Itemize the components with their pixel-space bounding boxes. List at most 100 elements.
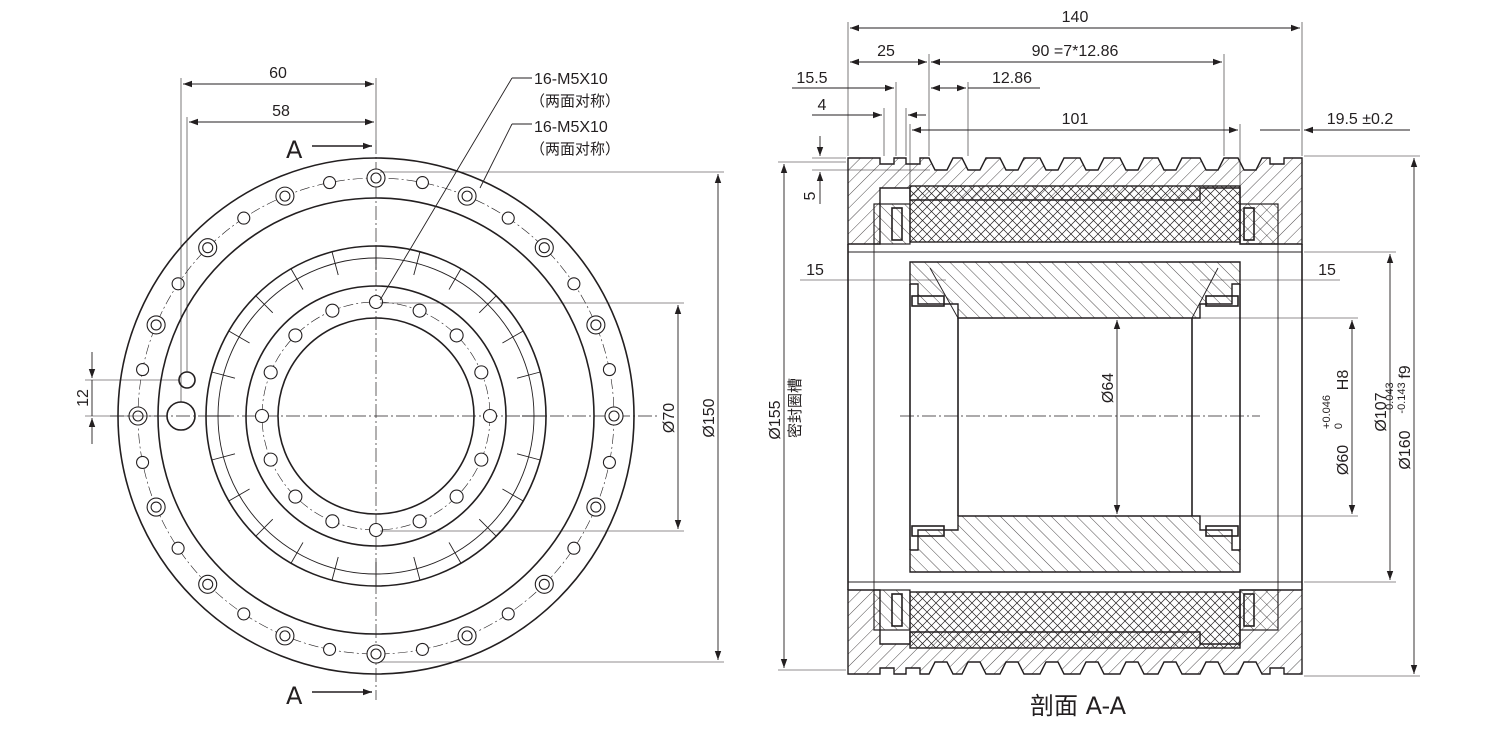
dim-phi160-text: Ø160 [1397, 430, 1414, 469]
outer-bolt-hole-small [237, 211, 251, 225]
dim-15-right-arrow [1191, 267, 1219, 319]
gear-tooth-divider [331, 251, 339, 276]
dim-15-left-text: 15 [806, 262, 824, 279]
gear-tooth-divider [413, 251, 421, 276]
outer-bolt-hole-small [323, 176, 337, 190]
dim-phi160-tol-upper: -0.043 [1384, 382, 1396, 413]
hub-slot-tr [1205, 295, 1239, 307]
gear-tooth-divider [331, 556, 339, 581]
inner-bolt-hole [368, 522, 384, 538]
front-view: 60 58 12 Ø70 Ø150 16-M5X10 （两面对称） 16-M5X… [75, 65, 724, 710]
callout-1-text: 16-M5X10 [534, 71, 608, 88]
dim-phi155-note: 密封圈槽 [786, 378, 804, 438]
seal-slot-br [1243, 593, 1255, 627]
inner-bolt-hole [449, 489, 464, 504]
dim-4-text: 4 [818, 97, 827, 114]
dim-5-text: 5 [802, 191, 819, 200]
dim-phi160-fit: f9 [1397, 365, 1414, 378]
dim-phi150-text: Ø150 [701, 398, 718, 437]
inner-hub-top [909, 261, 1241, 319]
outer-bolt-hole-small [567, 277, 581, 291]
outer-bolt-hole-inner [608, 410, 620, 422]
gear-tooth-divider [255, 295, 274, 314]
inner-bolt-hole [288, 328, 303, 343]
winding-bottom [909, 591, 1241, 649]
dim-90-text: 90 =7*12.86 [1032, 43, 1119, 60]
hub-slot-tl [911, 295, 945, 307]
callout-2-note: （两面对称） [530, 140, 620, 158]
outer-bolt-hole-small [567, 541, 581, 555]
callout-1-leader [379, 77, 513, 301]
outer-bolt-hole-inner [370, 648, 382, 660]
inner-bolt-hole [474, 365, 489, 380]
callout-2-leader [479, 123, 513, 189]
seal-box-top-right [1239, 203, 1279, 245]
dim-phi60-text: Ø60 [1335, 445, 1352, 475]
outer-bolt-hole-inner [150, 319, 162, 331]
outer-bolt-hole-inner [590, 319, 602, 331]
gear-tooth-divider [478, 518, 497, 537]
inner-ring-circle [245, 285, 507, 547]
outer-bolt-hole-inner [279, 630, 291, 642]
dim-phi60-tol-upper: +0.046 [1321, 395, 1333, 429]
inner-bolt-hole [412, 514, 427, 529]
outer-bolt-hole-small [501, 607, 515, 621]
gear-tooth-divider [478, 295, 497, 314]
gear-tooth-divider [448, 268, 462, 290]
callout-1-note: （两面对称） [530, 92, 620, 110]
outer-bolt-hole-small [136, 363, 150, 377]
dim-phi70-text: Ø70 [661, 403, 678, 433]
dim-140-text: 140 [1062, 9, 1089, 26]
outer-bolt-hole-inner [370, 172, 382, 184]
inner-bolt-hole [482, 408, 498, 424]
outer-bolt-hole-small [237, 607, 251, 621]
dim-phi155-text: Ø155 [767, 400, 784, 439]
gear-teeth [206, 246, 546, 586]
inner-bolt-hole [325, 303, 340, 318]
outer-bolt-hole-inner [279, 190, 291, 202]
outer-bolt-hole-small [602, 455, 616, 469]
pin-hole-small [178, 371, 196, 389]
gear-tooth-divider [290, 268, 304, 290]
section-view: 140 25 90 =7*12.86 15.5 12.86 4 101 19.5… [767, 9, 1420, 720]
outer-bolt-hole-inner [538, 242, 550, 254]
dim-12-86-text: 12.86 [992, 70, 1032, 87]
dim-phi107-text: Ø107 [1373, 392, 1390, 431]
dim-101-text: 101 [1062, 111, 1089, 128]
outer-bolt-hole-inner [461, 630, 473, 642]
outer-bolt-hole-inner [590, 501, 602, 513]
gear-tooth-divider [228, 488, 250, 502]
dim-phi64-text: Ø64 [1100, 373, 1117, 403]
outer-bolt-hole-small [602, 363, 616, 377]
outer-bolt-hole-small [136, 455, 150, 469]
seal-slot-bl [891, 593, 903, 627]
dim-25-text: 25 [877, 43, 895, 60]
section-mark-bottom: A [286, 682, 303, 710]
gear-tooth-divider [516, 453, 541, 461]
gear-tooth-divider [448, 542, 462, 564]
gear-tooth-divider [502, 488, 524, 502]
outer-bolt-hole-inner [202, 242, 214, 254]
bore-circle-phi70 [277, 317, 475, 515]
inner-bolt-hole [368, 294, 384, 310]
gear-tooth-divider [211, 453, 236, 461]
gear-tooth-divider [228, 330, 250, 344]
inner-bolt-hole [474, 452, 489, 467]
dim-phi160-tol-lower: -0.143 [1396, 382, 1408, 413]
dim-phi60-fit: H8 [1335, 370, 1352, 391]
inner-bolt-hole [449, 328, 464, 343]
seal-box-bottom-right [1239, 589, 1279, 631]
outer-bolt-hole-inner [461, 190, 473, 202]
outer-bolt-hole-small [171, 541, 185, 555]
dim-58-text: 58 [272, 103, 290, 120]
dim-15-left-arrow [929, 267, 959, 319]
hub-slot-bl [911, 525, 945, 537]
seal-slot-tr [1243, 207, 1255, 241]
outer-bolt-hole-small [415, 642, 429, 656]
seal-slot-tl [891, 207, 903, 241]
outer-bolt-hole-small [323, 642, 337, 656]
gear-tooth-divider [413, 556, 421, 581]
hub-slot-br [1205, 525, 1239, 537]
dim-phi60-tol-lower: 0 [1333, 423, 1345, 429]
